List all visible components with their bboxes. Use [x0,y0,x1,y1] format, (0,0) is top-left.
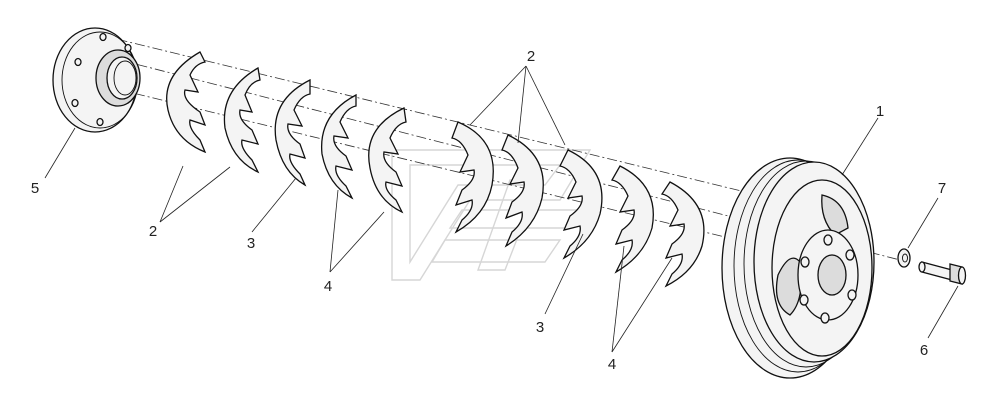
callout-7: 7 [938,180,946,197]
callout-2-top: 2 [527,48,535,65]
callout-4-right: 4 [608,356,616,373]
callout-4-left: 4 [324,278,332,295]
leader-lines [44,65,959,353]
pulley-part-1 [721,157,875,379]
plates-left-group [166,51,407,214]
hub-flange-part-5 [52,27,141,133]
callout-3-left: 3 [247,235,255,252]
callout-labels: 5 2 3 4 2 3 4 1 7 6 [31,48,946,373]
callout-1: 1 [876,103,884,120]
bolt-part-6 [918,261,967,285]
callout-2-left: 2 [149,223,157,240]
washer-part-7 [897,248,911,268]
callout-5: 5 [31,180,39,197]
callout-6: 6 [920,342,928,359]
callout-3-right: 3 [536,319,544,336]
plates-right-group [451,121,705,288]
